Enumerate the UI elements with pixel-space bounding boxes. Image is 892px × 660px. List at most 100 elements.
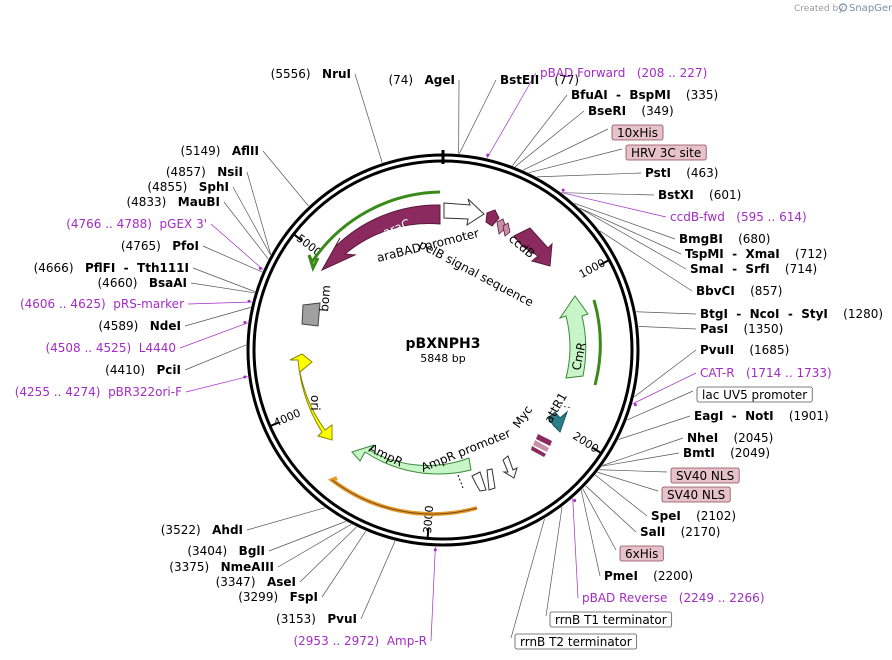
leader-line: [582, 488, 617, 551]
enzyme-label[interactable]: (5149) AflII: [181, 144, 259, 158]
enzyme-name: StyI: [801, 307, 828, 321]
enzyme-label[interactable]: (4660) BsaAI: [98, 276, 188, 290]
primer-site-marker: [258, 266, 262, 270]
primer-label[interactable]: ccdB-fwd (595 .. 614): [670, 210, 807, 224]
enzyme-name: NsiI: [217, 165, 243, 179]
boxed-feature-label[interactable]: 10xHis: [611, 124, 664, 141]
boxed-feature-label[interactable]: rrnB T2 terminator: [514, 633, 638, 650]
enzyme-position: (4857): [166, 165, 217, 179]
boxed-feature-label[interactable]: lac UV5 promoter: [696, 386, 813, 403]
feature-CmR[interactable]: CmR: [558, 295, 602, 386]
boxed-feature-frame: [696, 386, 813, 403]
enzyme-label[interactable]: (4833) MauBI: [126, 195, 220, 209]
enzyme-label[interactable]: PvuII (1685): [700, 343, 789, 357]
boxed-feature-label[interactable]: SV40 NLS: [661, 486, 731, 503]
primer-label[interactable]: pBAD Forward (208 .. 227): [540, 66, 707, 80]
feature-ccdB[interactable]: ccdB: [506, 227, 553, 267]
enzyme-label[interactable]: BmtI (2049): [683, 446, 770, 460]
enzyme-label[interactable]: BstXI (601): [658, 188, 741, 202]
enzyme-label[interactable]: (3299) FspI: [238, 590, 318, 604]
enzyme-name: BtgI: [700, 307, 728, 321]
boxed-feature-frame: [514, 633, 638, 650]
pelB-arrow[interactable]: [485, 209, 500, 227]
enzyme-label[interactable]: BstEII (77): [500, 73, 579, 87]
enzyme-label[interactable]: (4589) NdeI: [98, 319, 181, 333]
leader-line: [599, 230, 693, 292]
enzyme-name: BstEII: [500, 73, 539, 87]
enzyme-name: PvuI: [327, 612, 357, 626]
leader-line: [262, 150, 309, 207]
attR1-arrow[interactable]: [547, 410, 569, 433]
leader-line: [636, 311, 697, 315]
ccdB-arrow[interactable]: [513, 227, 553, 267]
enzyme-label[interactable]: (4855) SphI: [147, 180, 229, 194]
AmpR-promoter-arrow[interactable]: [471, 471, 487, 492]
leader-line: [430, 546, 436, 642]
enzyme-position: (3347): [216, 575, 267, 589]
feature-AmpR-promoter[interactable]: AmpR promoter: [419, 426, 513, 492]
boxed-feature-label[interactable]: SV40 NLS: [670, 467, 740, 484]
enzyme-label[interactable]: BbvCI (857): [696, 284, 782, 298]
enzyme-label[interactable]: NheI (2045): [687, 431, 773, 445]
enzyme-name: AgeI: [425, 73, 455, 87]
enzyme-label[interactable]: (3404) BglI: [187, 544, 265, 558]
enzyme-label[interactable]: (3347) AseI: [216, 575, 296, 589]
plasmid-length: 5848 bp: [420, 352, 465, 365]
enzyme-label[interactable]: (5556) NruI: [271, 67, 351, 81]
boxed-feature-label[interactable]: rrnB T1 terminator: [549, 611, 673, 628]
enzyme-label[interactable]: (3153) PvuI: [276, 612, 357, 626]
enzyme-label[interactable]: PstI (463): [645, 166, 718, 180]
enzyme-label[interactable]: PmeI (2200): [604, 569, 693, 583]
boxed-feature-label[interactable]: 6xHis: [619, 545, 664, 562]
AmpR-arrow[interactable]: [351, 444, 472, 475]
enzyme-label[interactable]: SalI (2170): [640, 525, 721, 539]
leader-line: [246, 507, 326, 531]
primer-label[interactable]: CAT-R (1714 .. 1733): [700, 366, 832, 380]
leader-line: [561, 192, 667, 218]
rrnB-T1-shape: [502, 455, 518, 479]
primer-label[interactable]: (4255 .. 4274) pBR322ori-F: [15, 385, 182, 399]
primer-label[interactable]: pBAD Reverse (2249 .. 2266): [582, 591, 765, 605]
ori-arrow[interactable]: [289, 353, 333, 441]
enzyme-position: (1350): [728, 322, 783, 336]
enzyme-label[interactable]: SmaI - SrfI (714): [690, 262, 817, 276]
feature-bom[interactable]: bom: [301, 284, 333, 327]
feature-attR1[interactable]: attR1 Myc: [510, 390, 573, 457]
enzyme-label[interactable]: (4857) NsiI: [166, 165, 243, 179]
enzyme-label[interactable]: BtgI - NcoI - StyI (1280): [700, 307, 883, 321]
araC-arrow[interactable]: [320, 204, 441, 272]
CmR-arrow[interactable]: [558, 295, 589, 379]
feature-AmpR[interactable]: AmpR: [327, 441, 478, 516]
enzyme-label[interactable]: BmgBI (680): [679, 232, 770, 246]
enzyme-label[interactable]: TspMI - XmaI (712): [685, 247, 827, 261]
enzyme-name: NcoI: [750, 307, 780, 321]
enzyme-label[interactable]: SpeI (2102): [651, 509, 736, 523]
bom-block[interactable]: [301, 302, 321, 327]
enzyme-label[interactable]: (4666) PflFI - Tth111I: [34, 261, 189, 275]
enzyme-label[interactable]: EagI - NotI (1901): [694, 409, 829, 423]
leader-line: [190, 282, 255, 294]
enzyme-name: AflII: [232, 144, 259, 158]
enzyme-label[interactable]: PasI (1350): [700, 322, 783, 336]
primer-range: Amp-R: [387, 634, 427, 648]
boxed-feature-label[interactable]: HRV 3C site: [625, 144, 707, 161]
enzyme-label[interactable]: BseRI (349): [588, 104, 674, 118]
enzyme-position: (349): [626, 104, 674, 118]
enzyme-label[interactable]: (3375) NmeAIII: [169, 560, 274, 574]
primer-name: pBAD Reverse: [582, 591, 679, 605]
leader-line: [572, 498, 579, 599]
primer-label[interactable]: (2953 .. 2972) Amp-R: [293, 634, 427, 648]
enzyme-label[interactable]: BfuAI - BspMI (335): [571, 88, 718, 102]
feature-araC[interactable]: araC: [307, 190, 441, 273]
primer-label[interactable]: (4606 .. 4625) pRS-marker: [20, 297, 184, 311]
feature-pelB[interactable]: pelB signal sequence: [417, 209, 536, 310]
primer-label[interactable]: (4508 .. 4525) L4440: [45, 341, 176, 355]
enzyme-label[interactable]: (4410) PciI: [105, 363, 181, 377]
feature-ori[interactable]: ori: [289, 353, 333, 441]
araBAD-promoter-arrow[interactable]: [443, 198, 485, 227]
enzyme-label[interactable]: (4765) PfoI: [121, 239, 199, 253]
enzyme-label[interactable]: (3522) AhdI: [161, 523, 243, 537]
enzyme-name: BglI: [239, 544, 265, 558]
enzyme-label[interactable]: (74) AgeI: [388, 73, 455, 87]
primer-label[interactable]: (4766 .. 4788) pGEX 3': [66, 217, 207, 231]
